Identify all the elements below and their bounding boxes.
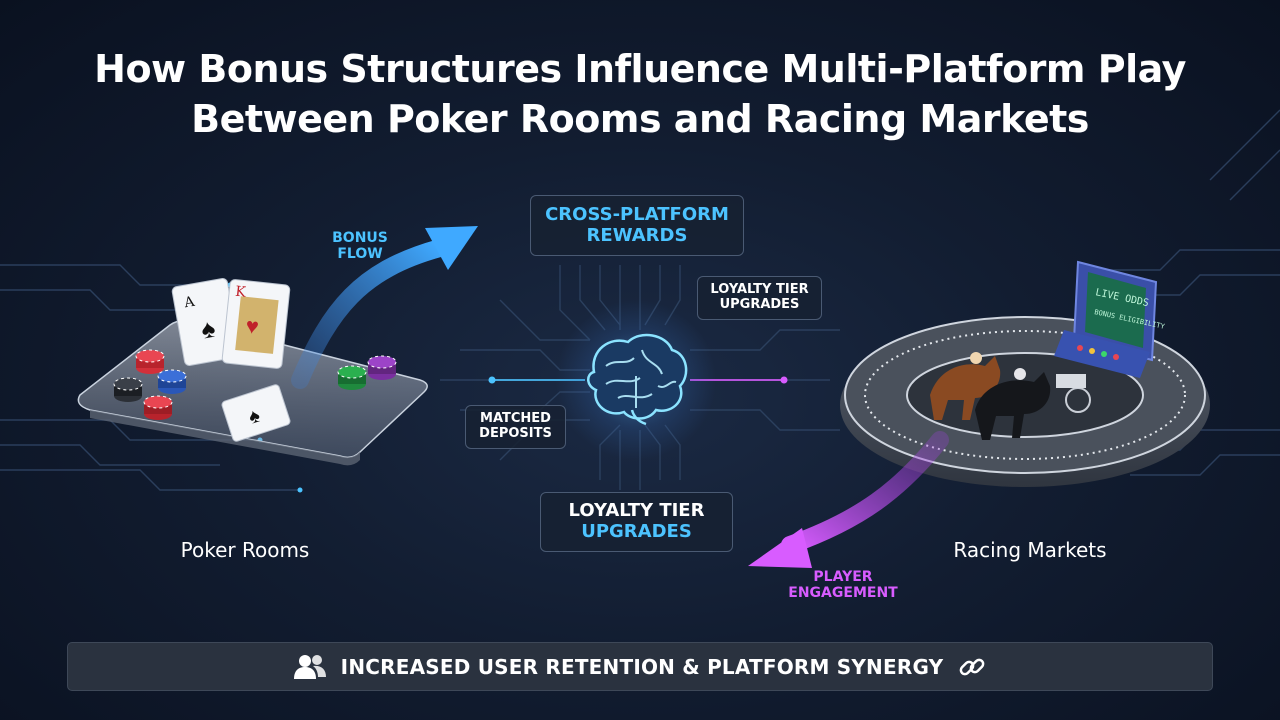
footer-banner: INCREASED USER RETENTION & PLATFORM SYNE… [67, 642, 1213, 691]
bonus-flow-label: BONUS FLOW [332, 230, 388, 263]
svg-text:♠: ♠ [199, 313, 218, 345]
brain-icon [556, 300, 716, 460]
poker-rooms-label: Poker Rooms [180, 538, 310, 562]
matched-deposits-box: MATCHED DEPOSITS [465, 405, 566, 449]
racing-markets-label: Racing Markets [953, 538, 1107, 562]
poker-table: A ♠ K ♥ ♠ [77, 278, 428, 466]
svg-text:K: K [234, 284, 247, 301]
bonus-flow-arrow [291, 226, 478, 389]
svg-text:A: A [182, 294, 197, 312]
loyalty-tier-upgrades-small-box: LOYALTY TIER UPGRADES [697, 276, 822, 320]
player-engagement-label: PLAYER ENGAGEMENT [788, 569, 898, 602]
cross-platform-rewards-box: CROSS-PLATFORM REWARDS [530, 195, 744, 256]
horse-brown [930, 352, 1001, 420]
sulky-cart [1056, 374, 1091, 413]
playing-card-ace-spades-flat: ♠ [221, 384, 291, 442]
loyalty-tier-upgrades-large-box: LOYALTY TIER UPGRADES [540, 492, 733, 552]
racing-track: LIVE ODDS BONUS ELIGIBILITY [840, 260, 1210, 487]
link-icon [957, 652, 987, 682]
playing-card-ace-spades: A ♠ [171, 278, 241, 366]
users-icon [293, 653, 327, 681]
playing-card-king-hearts: K ♥ [221, 279, 291, 369]
footer-text: INCREASED USER RETENTION & PLATFORM SYNE… [340, 654, 944, 679]
page-title: How Bonus Structures Influence Multi-Pla… [0, 44, 1280, 144]
player-engagement-arrow [748, 431, 949, 568]
svg-text:♥: ♥ [244, 313, 260, 339]
horse-black [975, 368, 1051, 440]
odds-terminal: LIVE ODDS BONUS ELIGIBILITY [1054, 260, 1166, 378]
title-line-1: How Bonus Structures Influence Multi-Pla… [94, 47, 1186, 91]
poker-chips [113, 349, 397, 420]
title-line-2: Between Poker Rooms and Racing Markets [191, 97, 1089, 141]
